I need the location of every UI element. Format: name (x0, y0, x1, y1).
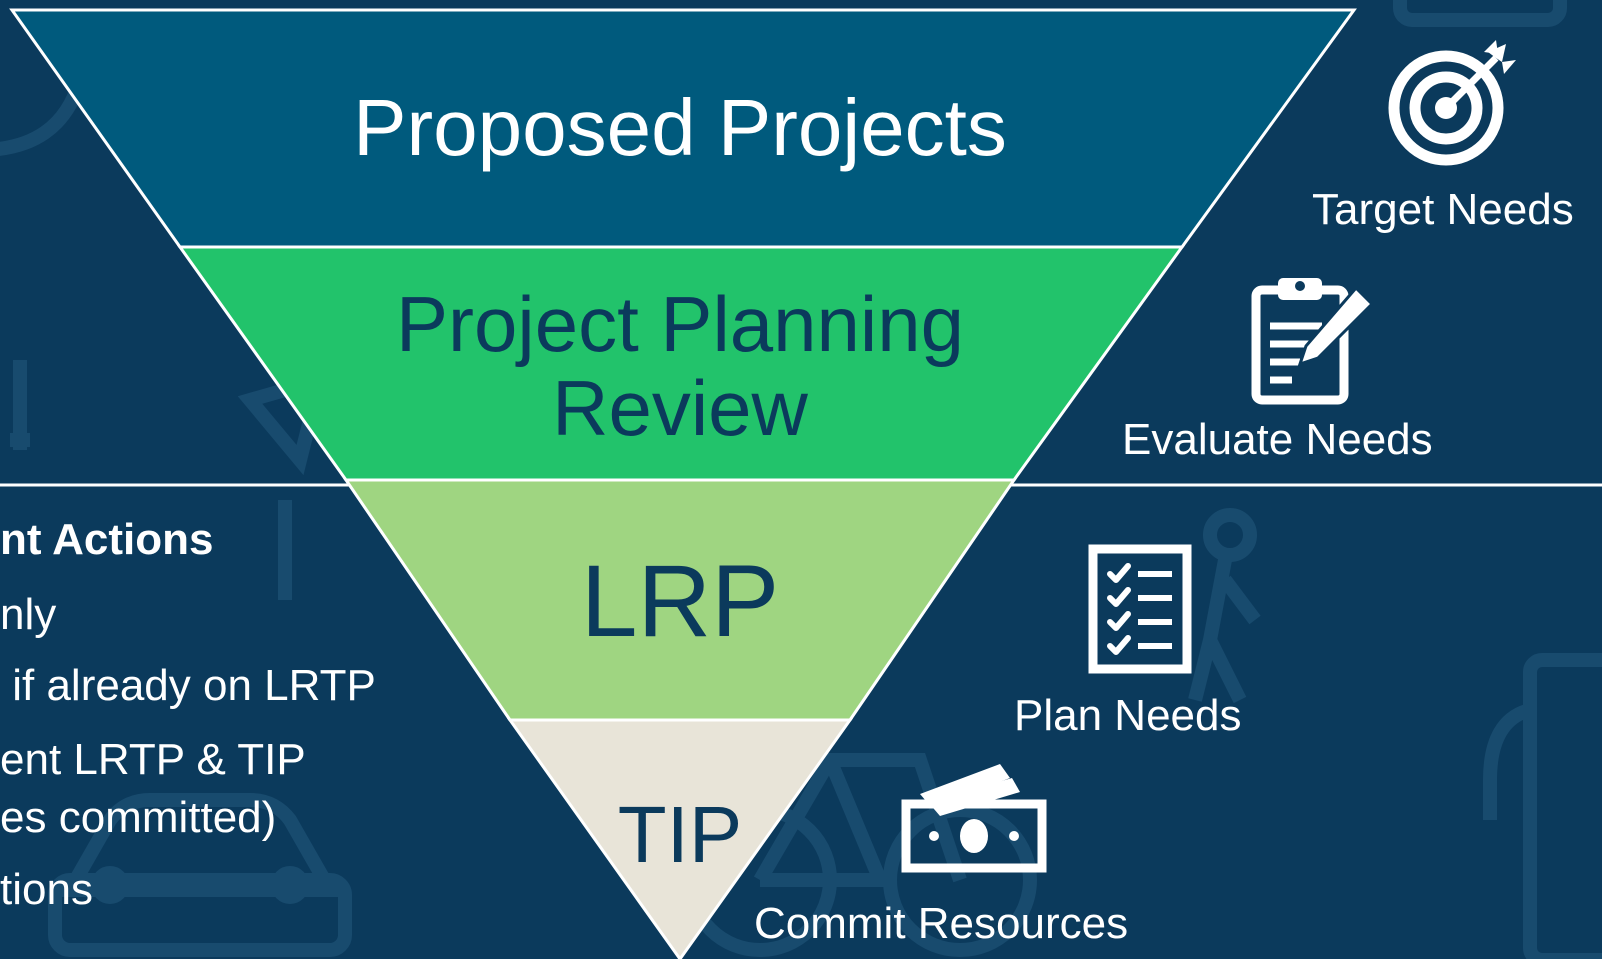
left-panel-line: tions (0, 865, 93, 914)
project-planning-text: Project Planning (395, 280, 964, 368)
left-panel-line: ent LRTP & TIP (0, 735, 306, 784)
checklist-icon (1088, 544, 1192, 674)
funnel-level-tip (507, 718, 853, 959)
step-evaluate-needs-label: Evaluate Needs (1122, 415, 1433, 464)
proposed-projects-text: Proposed Projects (353, 83, 1007, 172)
funnel-level-proposed-projects-label: Proposed Projects (180, 88, 1180, 168)
funnel-level-tip-label: TIP (560, 795, 800, 875)
left-panel-line: nly (0, 590, 57, 639)
car-icon (48, 793, 352, 957)
step-commit-resources-label: Commit Resources (754, 899, 1129, 948)
lrp-text: LRP (580, 544, 780, 658)
pedestrian-icon (1188, 508, 1261, 704)
left-panel-line: if already on LRTP (0, 661, 376, 710)
target-arrow-icon (1388, 40, 1516, 166)
review-text: Review (552, 364, 808, 453)
funnel-level-lrp-label: LRP (480, 550, 880, 652)
step-target-needs-label: Target Needs (1312, 185, 1574, 234)
funnel-level-project-planning-review-label: Project Planning Review (280, 280, 1080, 453)
left-panel-line: es committed) (0, 793, 277, 842)
left-panel-heading: nt Actions (0, 515, 214, 564)
clipboard-pencil-icon (1251, 278, 1375, 405)
ev-charger-icon (1483, 653, 1602, 959)
tip-text: TIP (617, 790, 743, 879)
step-plan-needs-label: Plan Needs (1014, 691, 1242, 740)
money-stack-icon (901, 764, 1047, 873)
